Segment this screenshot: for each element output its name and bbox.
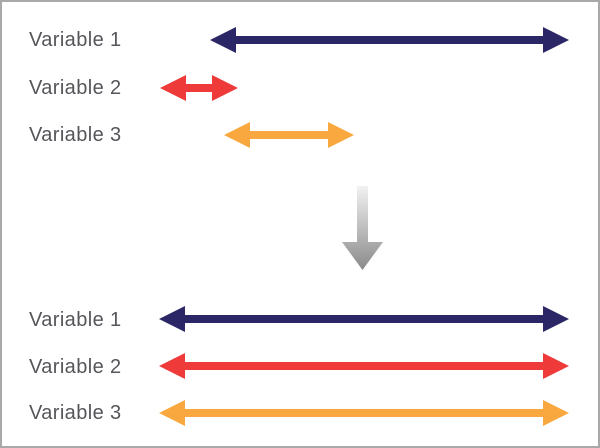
bottom-variable-1-label: Variable 1 <box>29 309 122 331</box>
transform-down-arrow-icon <box>342 186 383 270</box>
top-variable-1-range-arrow <box>210 27 569 53</box>
bottom-variable-2-range-arrow <box>159 353 569 379</box>
bottom-variable-2-label: Variable 2 <box>29 356 122 378</box>
top-variable-1-label: Variable 1 <box>29 29 122 51</box>
top-variable-3-range-arrow <box>224 122 354 148</box>
bottom-variable-3-label: Variable 3 <box>29 402 122 424</box>
bottom-variable-3-range-arrow <box>159 400 569 426</box>
top-variable-2-label: Variable 2 <box>29 77 122 99</box>
top-variable-3-label: Variable 3 <box>29 124 122 146</box>
top-variable-2-range-arrow <box>160 75 238 101</box>
bottom-variable-1-range-arrow <box>159 306 569 332</box>
